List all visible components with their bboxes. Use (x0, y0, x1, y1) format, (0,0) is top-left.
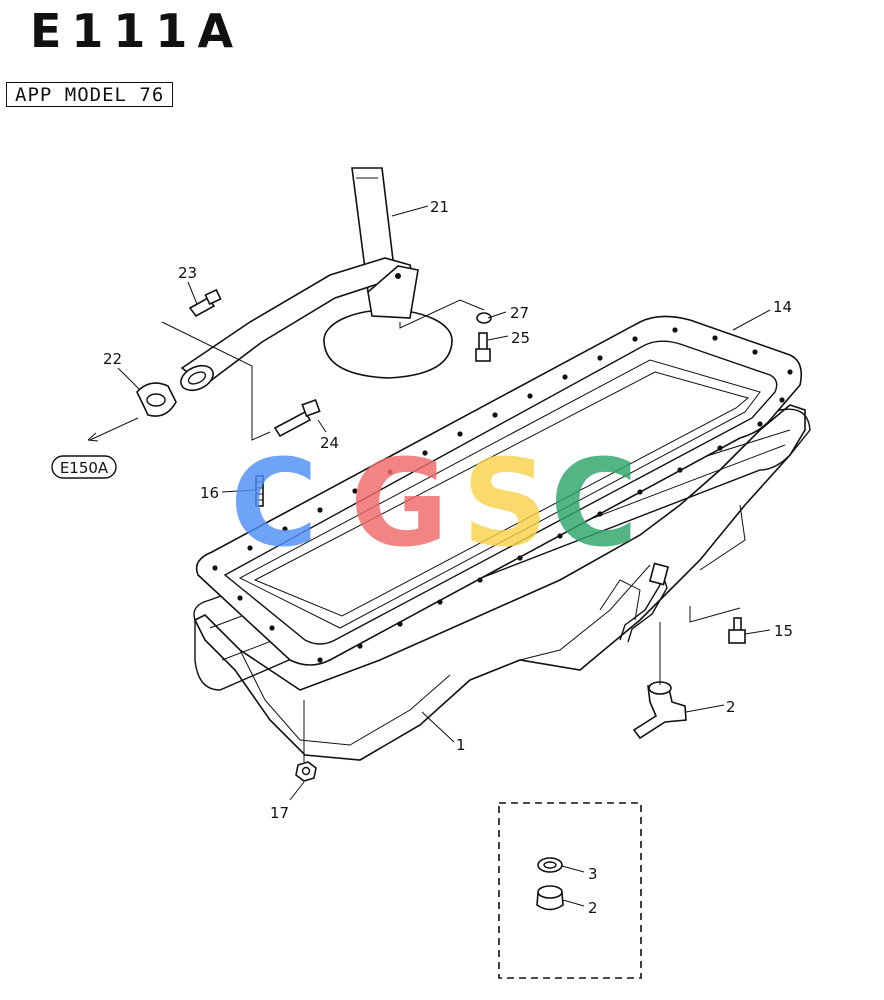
app-model-label: APP MODEL 76 (6, 82, 174, 107)
oil-strainer (180, 167, 453, 392)
leader-lines (87, 205, 771, 907)
callout-25: 25 (511, 329, 530, 347)
callout-3: 3 (588, 865, 598, 883)
callouts: 21 23 22 24 27 25 14 16 15 2 1 17 3 2 (103, 198, 793, 917)
oil-pan-gasket (195, 315, 803, 666)
bolt-15 (728, 617, 746, 644)
watermark-letter-g: G (350, 435, 449, 574)
reference-label: E150A (60, 459, 109, 477)
bolt-25 (475, 332, 491, 362)
callout-23: 23 (178, 264, 197, 282)
callout-17: 17 (270, 804, 289, 822)
callout-24: 24 (320, 434, 339, 452)
callout-27: 27 (510, 304, 529, 322)
watermark-letter-s: S (462, 435, 548, 574)
callout-14: 14 (773, 298, 792, 316)
gasket-holes (212, 327, 793, 663)
reference-badge: E150A (51, 455, 117, 479)
oil-pipe (619, 562, 670, 643)
bolt-24 (273, 398, 321, 438)
callout-22: 22 (103, 350, 122, 368)
bolt-23 (188, 288, 222, 318)
oil-pan-body (193, 404, 806, 761)
callout-2b: 2 (588, 899, 598, 917)
callout-15: 15 (774, 622, 793, 640)
watermark-letter-c2: C (550, 435, 638, 574)
watermark: C G S C (230, 435, 638, 574)
drain-fitting-2 (632, 681, 687, 740)
callout-1: 1 (456, 736, 466, 754)
stud-16 (255, 475, 264, 507)
flange-gasket (136, 382, 177, 417)
washer-27 (476, 312, 492, 324)
detail-box (498, 802, 642, 979)
diagram-title: E111A (30, 4, 244, 58)
callout-16: 16 (200, 484, 219, 502)
callout-21: 21 (430, 198, 449, 216)
callout-2a: 2 (726, 698, 736, 716)
nut-17 (295, 761, 317, 782)
watermark-letter-c1: C (230, 435, 318, 574)
